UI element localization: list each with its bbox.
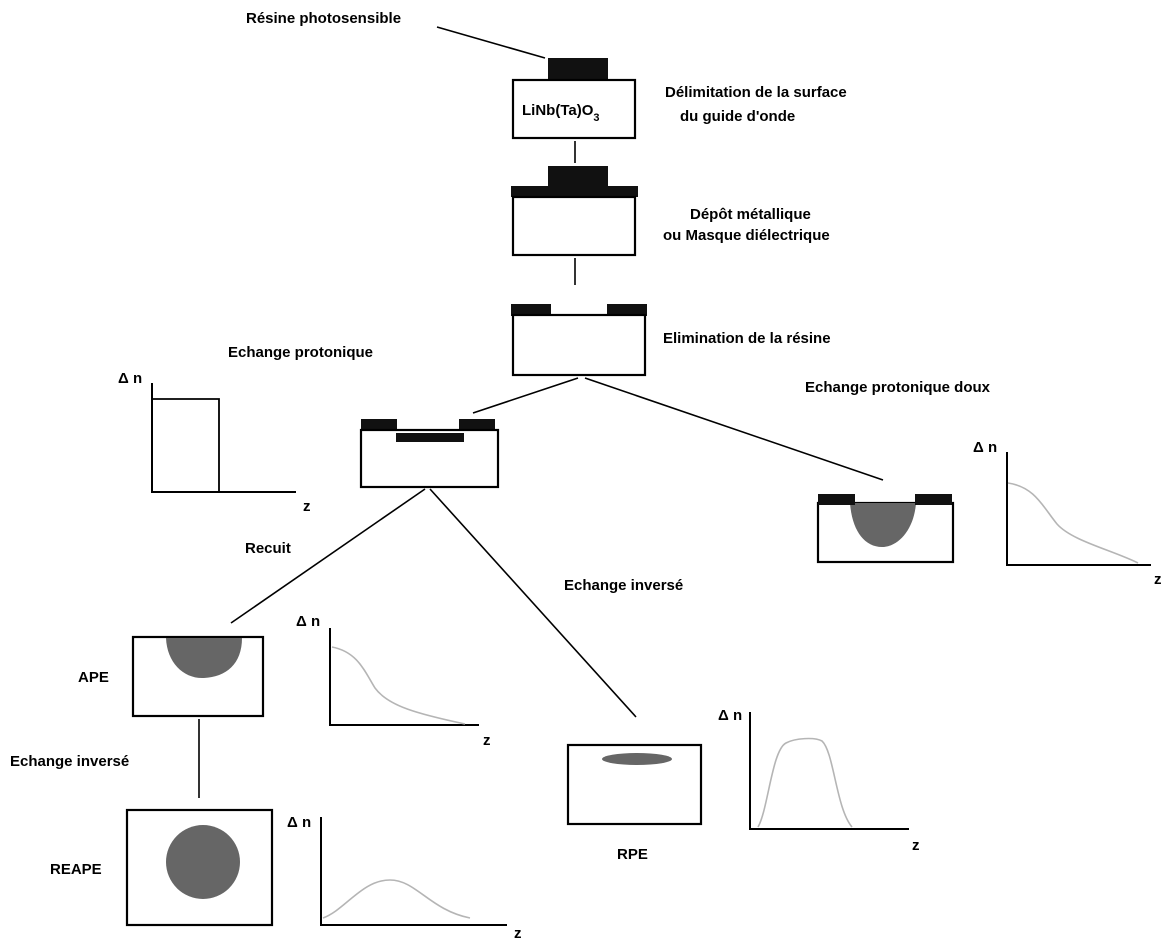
metal-layer	[511, 186, 638, 197]
elimination-label: Elimination de la résine	[663, 330, 831, 347]
rpe-profile-curve	[757, 737, 853, 828]
branch-to-rpe	[429, 488, 637, 718]
delta-n-axis-label: Δ n	[287, 814, 311, 831]
profile-axes	[151, 383, 296, 493]
reape-label: REAPE	[50, 861, 102, 878]
z-axis-label: z	[514, 925, 522, 940]
depot-label-line2: ou Masque diélectrique	[663, 227, 830, 244]
profile-axes	[1006, 452, 1151, 566]
mask-left	[818, 494, 855, 505]
step-resist-removal	[511, 304, 647, 377]
substrate-label: LiNb(Ta)O3	[522, 102, 600, 124]
substrate-box	[511, 195, 637, 257]
delta-n-axis-label: Δ n	[118, 370, 142, 387]
reverse-exchange-left-label: Echange inversé	[10, 753, 129, 770]
mask-left	[361, 419, 397, 431]
delta-n-axis-label: Δ n	[973, 439, 997, 456]
reape-index-profile: Δ n z	[287, 814, 522, 940]
ape-profile-curve	[331, 646, 466, 725]
pe-label: Echange protonique	[228, 344, 373, 361]
spe-index-profile: Δ n z	[973, 439, 1162, 588]
z-axis-label: z	[303, 498, 311, 515]
profile-axes	[749, 712, 909, 830]
reape-profile-curve	[322, 879, 471, 919]
substrate-box	[359, 428, 500, 489]
substrate-box	[511, 78, 637, 140]
resist-leader-line	[436, 26, 546, 59]
resist-label: Résine photosensible	[246, 10, 401, 27]
mask-left	[511, 304, 551, 316]
spe-label: Echange protonique doux	[805, 379, 991, 396]
spe-sample	[816, 494, 955, 564]
substrate-box	[511, 313, 647, 377]
step-metal-deposit	[511, 166, 638, 257]
profile-axes	[329, 628, 479, 726]
rpe-index-profile: Δ n z	[718, 707, 920, 854]
z-axis-label: z	[912, 837, 920, 854]
photoresist	[548, 58, 608, 80]
reverse-exchange-label: Echange inversé	[564, 577, 683, 594]
pe-sample	[359, 419, 500, 489]
branch-to-ape	[230, 488, 426, 624]
z-axis-label: z	[483, 732, 491, 749]
branch-to-pe	[472, 377, 579, 414]
reape-sample	[125, 808, 274, 927]
rpe-sample	[566, 743, 703, 826]
ape-index-profile: Δ n z	[296, 613, 491, 749]
rpe-region	[602, 753, 672, 765]
spe-profile-curve	[1007, 482, 1139, 564]
mask-right	[915, 494, 952, 505]
resist-covered	[548, 166, 608, 188]
pe-layer	[396, 433, 464, 442]
delimitation-label-line1: Délimitation de la surface	[665, 84, 847, 101]
profile-axes	[320, 817, 507, 926]
ape-region	[166, 638, 242, 679]
ape-label: APE	[78, 669, 109, 686]
recuit-label: Recuit	[245, 540, 291, 557]
delta-n-axis-label: Δ n	[296, 613, 320, 630]
depot-label-line1: Dépôt métallique	[690, 206, 811, 223]
delimitation-label-line2: du guide d'onde	[680, 108, 795, 125]
branch-to-spe	[584, 377, 884, 481]
mask-right	[607, 304, 647, 316]
delta-n-axis-label: Δ n	[718, 707, 742, 724]
pe-index-profile: Δ n z	[118, 370, 311, 515]
spe-region	[850, 503, 916, 547]
step-profile	[152, 398, 220, 492]
reape-region	[166, 825, 240, 899]
step-resist-substrate: LiNb(Ta)O3	[511, 58, 637, 140]
ape-sample	[131, 635, 265, 718]
rpe-label: RPE	[617, 846, 648, 863]
mask-right	[459, 419, 495, 431]
z-axis-label: z	[1154, 571, 1162, 588]
